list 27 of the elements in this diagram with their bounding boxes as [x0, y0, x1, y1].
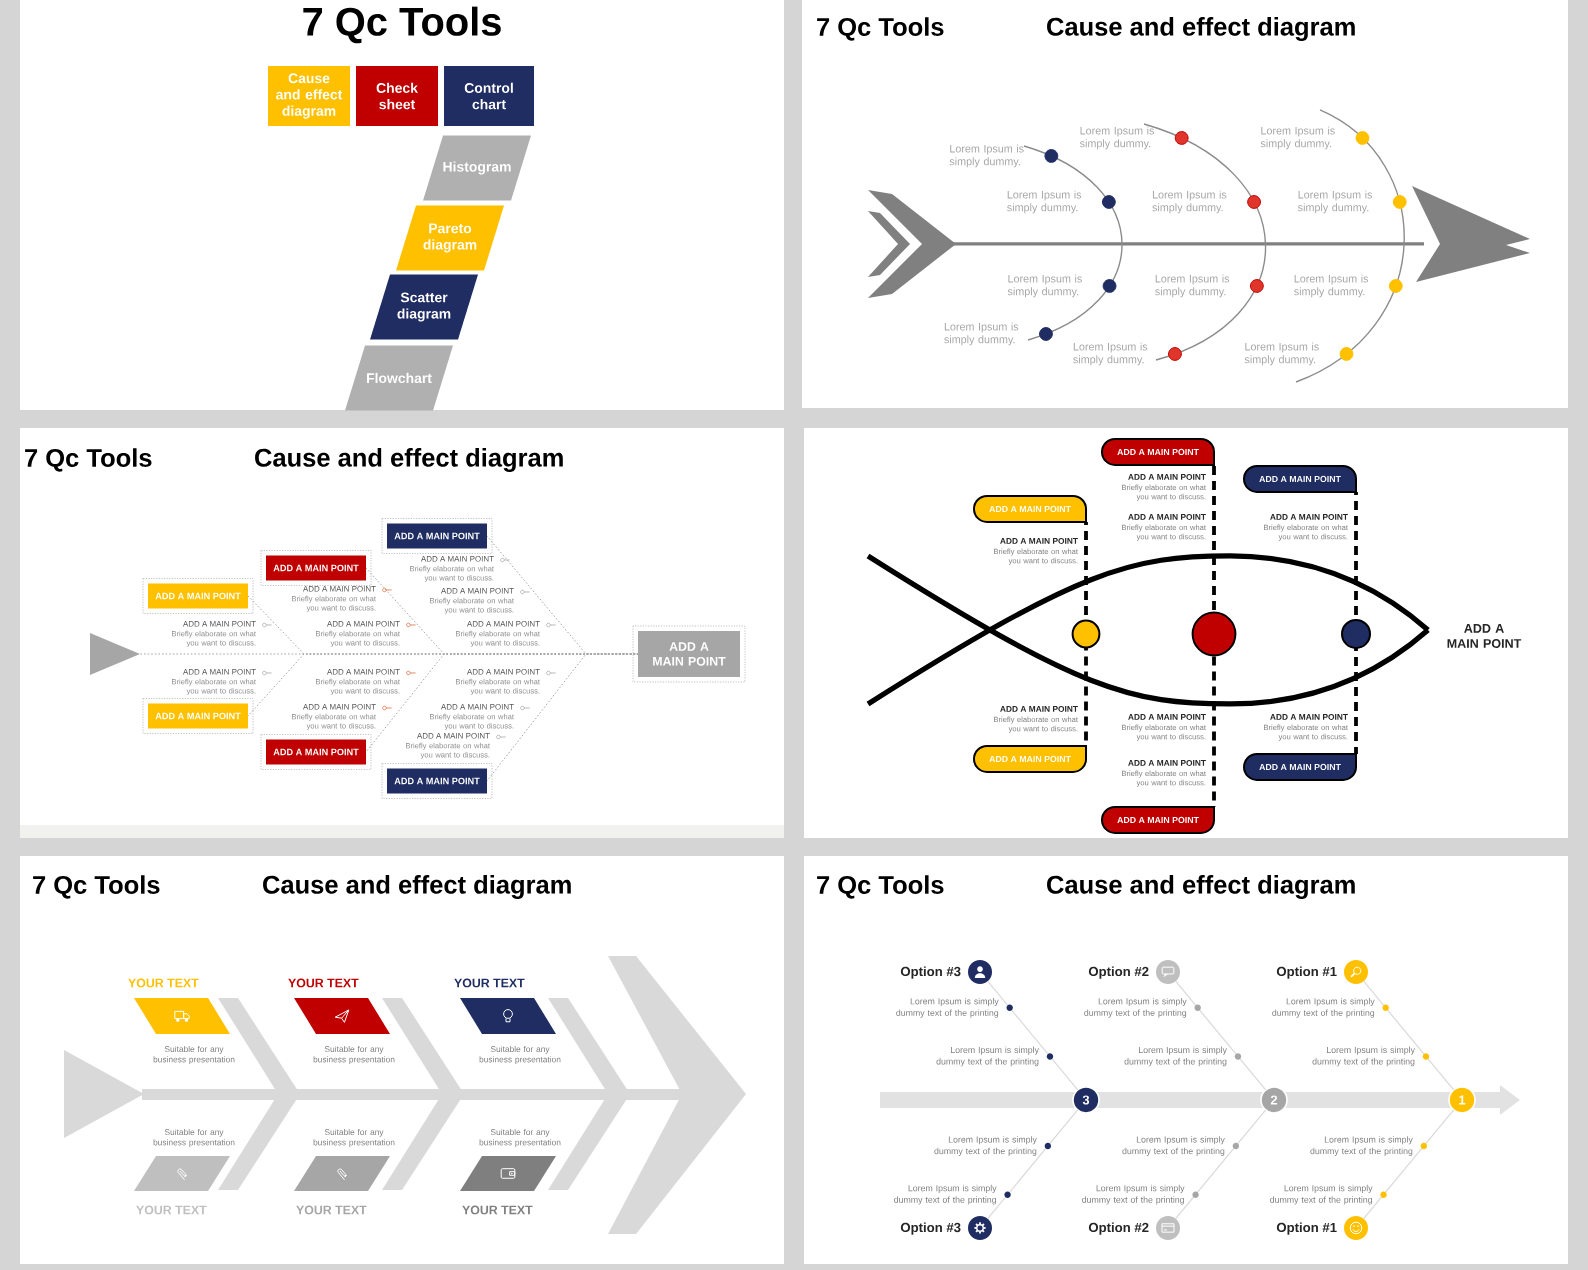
slide-title: 7 Qc Tools	[817, 875, 944, 899]
slide-heading: Cause and effect diagram	[255, 448, 563, 472]
bone-line	[486, 653, 639, 782]
connector-line	[1354, 647, 1358, 754]
connector-line	[1084, 647, 1088, 746]
circle-marker	[1341, 618, 1371, 649]
slide-heading: Cause and effect diagram	[1047, 875, 1355, 899]
slide-title: 7 Qc Tools	[25, 448, 152, 472]
connector-line	[1175, 980, 1267, 1091]
connector-line	[1175, 1109, 1267, 1220]
connector-line	[1084, 521, 1088, 621]
connector-line	[1354, 491, 1358, 620]
connector-line	[987, 980, 1079, 1091]
slide-heading: Cause and effect diagram	[1047, 17, 1355, 41]
slide-title: 7 Qc Tools	[33, 875, 160, 899]
connector-line	[1363, 980, 1455, 1091]
connector-line	[1363, 1109, 1455, 1220]
slide-title: 7 Qc Tools	[817, 17, 944, 41]
connector-line	[1212, 464, 1216, 613]
slide-panel	[804, 427, 1568, 838]
connector-line	[1212, 655, 1216, 807]
circle-marker	[1191, 611, 1237, 657]
slide-heading: Cause and effect diagram	[263, 875, 571, 899]
slide-title: 7 Qc Tools	[303, 6, 501, 44]
circle-marker	[1071, 619, 1101, 649]
tail-triangle	[90, 632, 140, 675]
connector-line	[987, 1109, 1079, 1220]
